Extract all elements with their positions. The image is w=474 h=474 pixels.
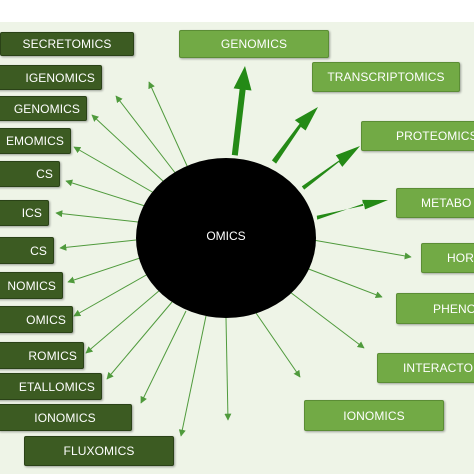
left-node-emomics: EMOMICS — [0, 128, 71, 154]
arrow-to-left-node-8 — [67, 257, 141, 284]
node-label: INTERACTO — [403, 361, 474, 375]
arrow-to-left-node-1 — [148, 81, 189, 169]
left-node-secretomics: SECRETOMICS — [0, 32, 134, 56]
right-node-metabo: METABO — [396, 188, 474, 218]
arrow-to-left-node-5 — [65, 179, 146, 207]
node-label: PHENO — [433, 301, 474, 316]
arrow-to-right-node-9 — [224, 317, 232, 421]
arrow-to-left-node-10 — [85, 289, 161, 354]
node-label: PROTEOMICS — [396, 129, 474, 143]
node-label: GENOMICS — [13, 101, 80, 116]
node-label: FLUXOMICS — [63, 444, 135, 458]
node-label: NOMICS — [7, 278, 56, 293]
left-node-omics: OMICS — [0, 306, 73, 333]
node-label: SECRETOMICS — [22, 37, 112, 51]
left-node-romics: ROMICS — [0, 342, 84, 369]
arrow-to-left-node-6 — [55, 210, 139, 223]
left-node-etallomics: ETALLOMICS — [0, 373, 102, 400]
arrow-to-left-node-12 — [140, 310, 187, 404]
right-node-proteomics: PROTEOMICS — [361, 121, 474, 151]
node-label: OMICS — [26, 312, 66, 327]
left-node-igenomics: IGENOMICS — [0, 65, 102, 90]
node-label: METABO — [421, 196, 472, 210]
node-label: CS — [36, 167, 53, 181]
right-node-interacto: INTERACTO — [377, 353, 474, 383]
left-node-ics: ICS — [0, 200, 49, 226]
left-node-ionomics: IONOMICS — [0, 404, 132, 431]
right-node-transcriptomics: TRANSCRIPTOMICS — [312, 62, 460, 92]
arrow-to-right-node-5 — [312, 239, 412, 260]
node-label: EMOMICS — [5, 134, 64, 148]
arrow-to-left-node-7 — [59, 239, 137, 251]
left-node-nomics: NOMICS — [0, 272, 63, 299]
right-node-genomics: GENOMICS — [179, 30, 329, 58]
arrow-to-right-node-7 — [289, 291, 365, 349]
node-label: CS — [30, 243, 47, 258]
bold-arrow-metabo — [316, 199, 388, 220]
arrow-to-right-node-8 — [255, 312, 301, 378]
hub-label: OMICS — [206, 229, 246, 243]
arrow-to-left-node-4 — [73, 146, 155, 194]
left-node-genomics: GENOMICS — [0, 96, 87, 121]
node-label: ETALLOMICS — [18, 379, 95, 394]
arrow-to-left-node-11 — [106, 301, 173, 380]
node-label: HOR — [447, 251, 474, 265]
right-node-pheno: PHENO — [396, 293, 474, 324]
node-label: GENOMICS — [220, 37, 288, 51]
left-node-fluxomics: FLUXOMICS — [24, 436, 174, 466]
bold-arrow-proteomics — [301, 146, 360, 190]
arrow-to-left-node-3 — [91, 114, 165, 183]
bold-arrow-genomics — [231, 66, 252, 156]
bold-arrow-transcriptomics — [271, 107, 318, 164]
omics-hub: OMICS — [136, 158, 316, 318]
right-node-ionomics: IONOMICS — [304, 400, 444, 431]
left-node-cs-2: CS — [0, 237, 54, 264]
node-label: TRANSCRIPTOMICS — [327, 70, 445, 84]
node-label: IONOMICS — [343, 408, 405, 423]
node-label: ICS — [21, 206, 42, 220]
arrow-to-left-node-13 — [178, 315, 207, 437]
node-label: IGENOMICS — [25, 70, 95, 85]
right-node-hor: HOR — [421, 243, 474, 273]
node-label: IONOMICS — [34, 410, 96, 425]
arrow-to-left-node-9 — [73, 273, 149, 317]
arrow-to-left-node-2 — [115, 95, 177, 175]
left-node-cs-1: CS — [0, 161, 60, 187]
arrow-to-right-node-6 — [305, 267, 383, 299]
node-label: ROMICS — [28, 348, 77, 363]
